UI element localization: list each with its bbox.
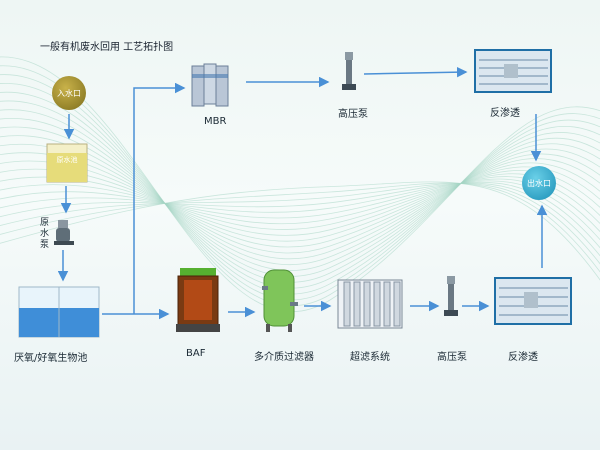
ro-top-label: 反渗透	[490, 108, 520, 119]
ro-bottom-label: 反渗透	[508, 352, 538, 363]
raw-water-tank: 原水池	[46, 143, 88, 183]
ro-bottom-unit	[494, 276, 574, 328]
wave-line	[0, 181, 600, 249]
wave-line	[0, 152, 600, 248]
uf-system-unit	[336, 276, 406, 332]
outlet-node: 出水口	[522, 166, 556, 200]
multimedia-filter-unit	[260, 266, 300, 334]
ro-top-unit	[474, 48, 554, 96]
bio-tank-label: 厌氧/好氧生物池	[14, 353, 88, 364]
wave-line	[0, 181, 600, 281]
wave-line	[0, 180, 600, 241]
tank-label: 原水池	[56, 156, 78, 164]
outlet-label: 出水口	[527, 178, 551, 188]
uf-system-label: 超滤系统	[350, 352, 390, 363]
wave-line	[0, 183, 600, 265]
inlet-label: 入水口	[57, 88, 81, 98]
wave-line	[0, 91, 600, 289]
wave-line	[0, 83, 600, 295]
wave-line	[0, 135, 600, 259]
wave-line	[0, 74, 600, 301]
baf-label: BAF	[186, 348, 206, 359]
wave-line	[0, 65, 600, 306]
baf-unit	[172, 266, 224, 336]
bio-tank	[18, 286, 100, 338]
hp-pump-top-label: 高压泵	[338, 109, 368, 120]
multimedia-filter-label: 多介质过滤器	[254, 352, 314, 363]
inlet-node: 入水口	[52, 76, 86, 110]
raw-pump-icon	[54, 220, 74, 246]
hp-pump-top-icon	[342, 52, 356, 92]
wave-line	[0, 109, 600, 277]
mbr-label: MBR	[204, 116, 227, 127]
wave-line	[0, 100, 600, 283]
wave-line	[0, 182, 600, 273]
mbr-unit	[190, 62, 234, 108]
hp-pump-bottom-label: 高压泵	[437, 352, 467, 363]
wave-line	[0, 56, 600, 312]
wave-line	[0, 143, 600, 254]
diagram-title: 一般有机废水回用 工艺拓扑图	[40, 42, 174, 53]
wave-line	[0, 117, 600, 271]
raw-pump-label: 原水泵	[40, 218, 50, 250]
hp-pump-bottom-icon	[444, 276, 458, 318]
wave-line	[0, 126, 600, 265]
